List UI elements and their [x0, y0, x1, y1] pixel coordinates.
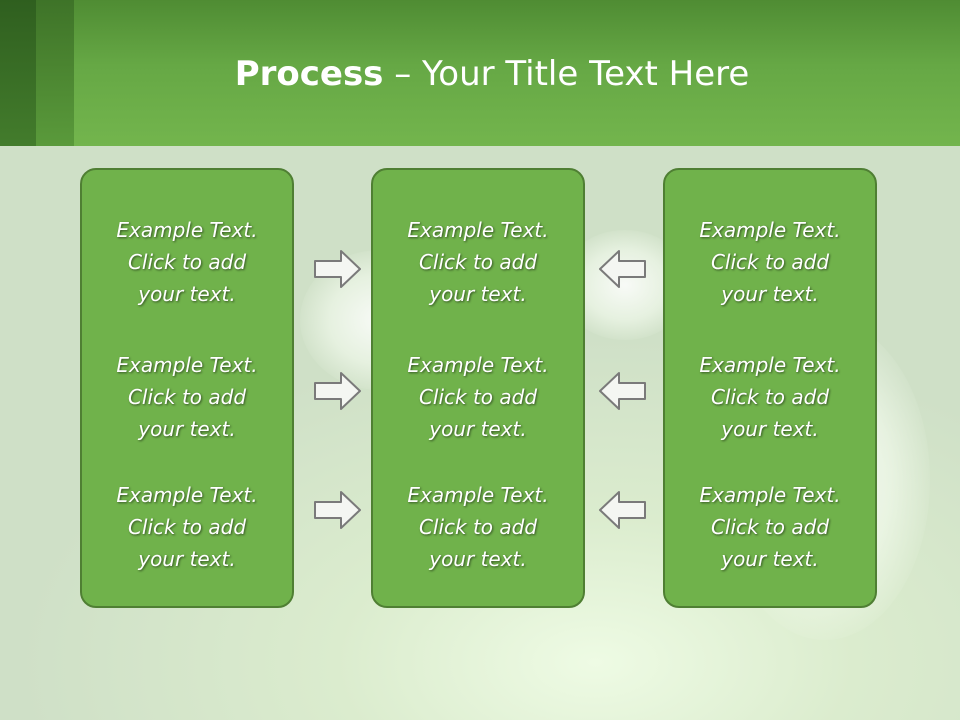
box-text-block[interactable]: Example Text. Click to add your text.: [373, 349, 583, 445]
process-box-left[interactable]: Example Text. Click to add your text. Ex…: [80, 168, 294, 608]
text-line: Example Text.: [407, 483, 549, 507]
text-line: your text.: [138, 282, 236, 306]
box-text-block[interactable]: Example Text. Click to add your text.: [82, 479, 292, 575]
text-line: your text.: [429, 282, 527, 306]
text-line: Example Text.: [699, 483, 841, 507]
box-text-block[interactable]: Example Text. Click to add your text.: [373, 479, 583, 575]
text-line: Example Text.: [407, 218, 549, 242]
text-line: Click to add: [710, 250, 830, 274]
box-text-block[interactable]: Example Text. Click to add your text.: [373, 214, 583, 310]
text-line: Click to add: [418, 385, 538, 409]
header-accent-band: [0, 0, 36, 146]
slide-header: [0, 0, 960, 146]
text-line: Click to add: [710, 385, 830, 409]
right-arrow-icon: [314, 250, 361, 288]
box-text-block[interactable]: Example Text. Click to add your text.: [665, 214, 875, 310]
text-line: your text.: [138, 547, 236, 571]
text-line: Example Text.: [116, 218, 258, 242]
process-box-right[interactable]: Example Text. Click to add your text. Ex…: [663, 168, 877, 608]
left-arrow-icon: [599, 250, 646, 288]
process-box-center[interactable]: Example Text. Click to add your text. Ex…: [371, 168, 585, 608]
right-arrow-icon: [314, 372, 361, 410]
text-line: Click to add: [418, 250, 538, 274]
text-line: Example Text.: [116, 483, 258, 507]
text-line: Example Text.: [116, 353, 258, 377]
text-line: Example Text.: [407, 353, 549, 377]
text-line: Example Text.: [699, 353, 841, 377]
text-line: Click to add: [127, 515, 247, 539]
text-line: your text.: [721, 417, 819, 441]
title-rest: – Your Title Text Here: [383, 54, 750, 94]
text-line: Click to add: [127, 250, 247, 274]
box-text-block[interactable]: Example Text. Click to add your text.: [665, 479, 875, 575]
box-text-block[interactable]: Example Text. Click to add your text.: [82, 214, 292, 310]
right-arrow-icon: [314, 491, 361, 529]
slide-title[interactable]: Process – Your Title Text Here: [0, 52, 960, 96]
text-line: Click to add: [710, 515, 830, 539]
text-line: your text.: [138, 417, 236, 441]
text-line: Example Text.: [699, 218, 841, 242]
text-line: your text.: [429, 417, 527, 441]
text-line: Click to add: [418, 515, 538, 539]
text-line: your text.: [429, 547, 527, 571]
text-line: your text.: [721, 282, 819, 306]
box-text-block[interactable]: Example Text. Click to add your text.: [82, 349, 292, 445]
left-arrow-icon: [599, 491, 646, 529]
box-text-block[interactable]: Example Text. Click to add your text.: [665, 349, 875, 445]
text-line: Click to add: [127, 385, 247, 409]
text-line: your text.: [721, 547, 819, 571]
title-bold: Process: [234, 54, 384, 94]
header-accent-band: [36, 0, 74, 146]
left-arrow-icon: [599, 372, 646, 410]
